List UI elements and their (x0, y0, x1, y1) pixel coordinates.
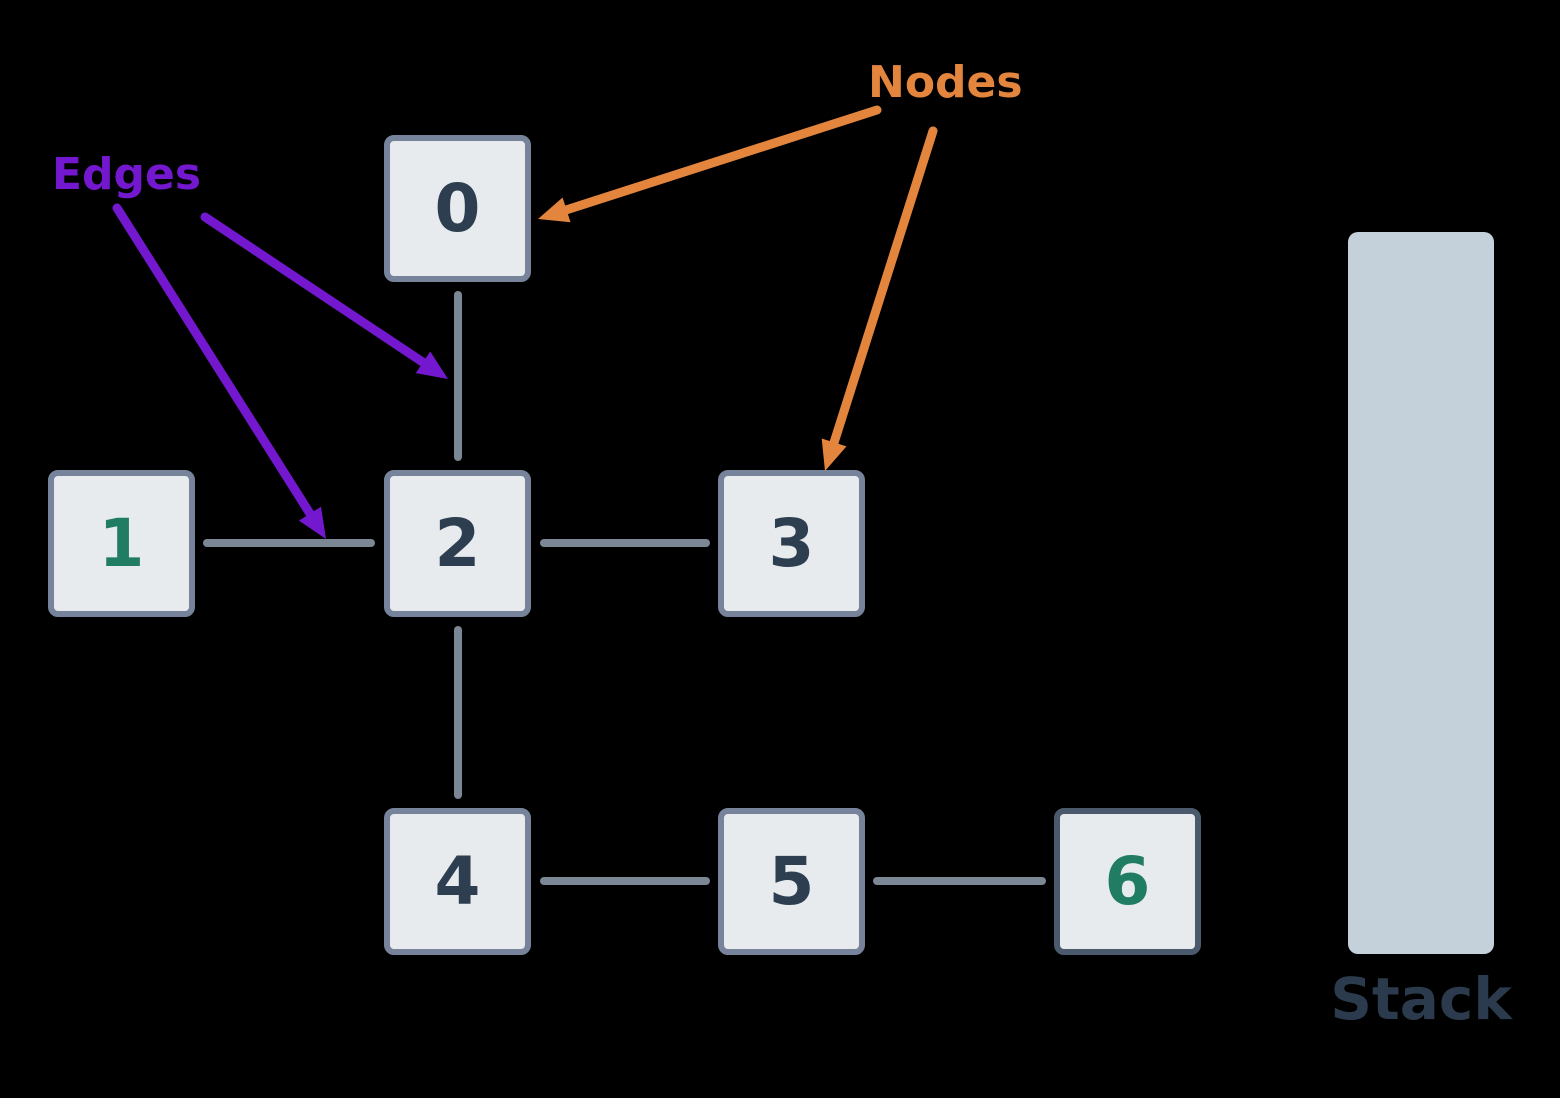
graph-node-6: 6 (1054, 808, 1201, 955)
node-label: 6 (1104, 843, 1151, 920)
graph-node-3: 3 (718, 470, 865, 617)
node-label: 3 (768, 505, 815, 582)
graph-node-2: 2 (384, 470, 531, 617)
edges-arrow-to-edge-0-2 (200, 212, 448, 379)
edges-arrow-to-edge-1-2 (112, 203, 326, 539)
graph-node-4: 4 (384, 808, 531, 955)
graph-node-0: 0 (384, 135, 531, 282)
node-label: 0 (434, 170, 481, 247)
node-label: 2 (434, 505, 481, 582)
edges-arrow-to-edge-1-2-shaft (112, 203, 321, 529)
stack-rectangle (1348, 232, 1494, 954)
nodes-arrow-to-node-0 (538, 105, 882, 223)
nodes-arrow-to-node-3-head (821, 438, 847, 471)
node-label: 5 (768, 843, 815, 920)
nodes-arrow-to-node-0-shaft (550, 105, 882, 218)
node-label: 1 (98, 505, 145, 582)
edges-arrow-to-edge-0-2-shaft (200, 212, 438, 374)
graph-node-5: 5 (718, 808, 865, 955)
edges-arrow-to-edge-1-2-head (298, 506, 326, 539)
stack-label: Stack (1330, 965, 1512, 1033)
edges-arrow-to-edge-0-2-head (415, 351, 448, 379)
graph-node-1: 1 (48, 470, 195, 617)
nodes-label: Nodes (868, 57, 1023, 108)
edges-label: Edges (52, 149, 202, 200)
nodes-arrow-to-node-3-shaft (825, 126, 938, 459)
nodes-arrow-to-node-0-head (538, 197, 571, 223)
nodes-arrow-to-node-3 (821, 126, 938, 471)
node-label: 4 (434, 843, 481, 920)
